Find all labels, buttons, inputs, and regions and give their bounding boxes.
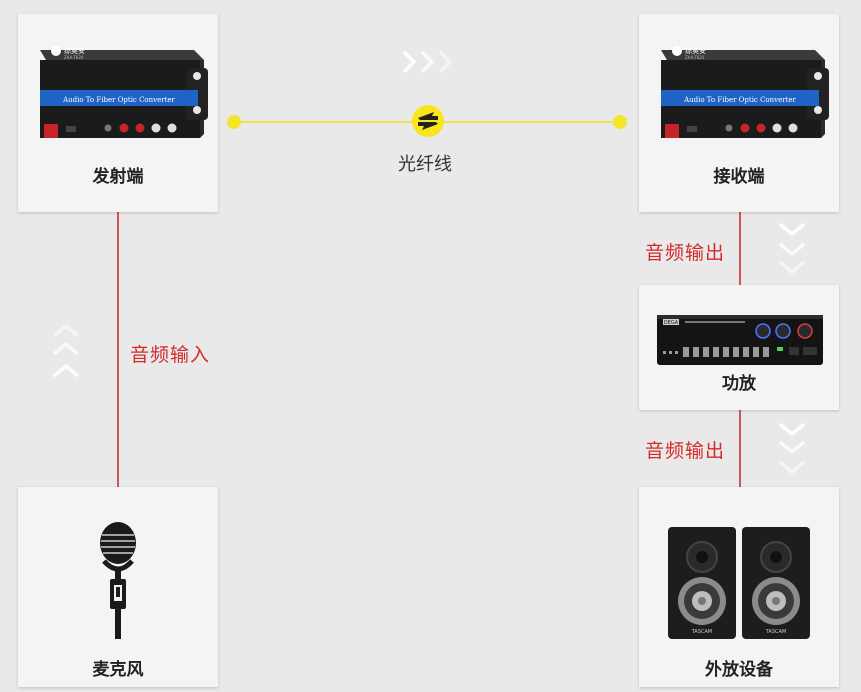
svg-text:TASCAM: TASCAM xyxy=(691,629,713,635)
microphone-card: 麦克风 xyxy=(18,487,218,687)
fiber-connector-icon xyxy=(412,105,444,137)
transmitter-label: 发射端 xyxy=(92,167,144,187)
flow-chevrons-right xyxy=(402,50,453,74)
fiber-label: 光纤线 xyxy=(398,154,452,175)
speaker-left-icon: TASCAM xyxy=(668,527,736,639)
transmitter-device-image: Audio To Fiber Optic Converter 综奥安 ZAA-T… xyxy=(40,46,208,138)
microphone-label: 麦克风 xyxy=(92,660,144,680)
amplifier-card: DEGA 功放 xyxy=(639,285,839,410)
transmitter-card: Audio To Fiber Optic Converter 综奥安 ZAA-T… xyxy=(18,14,218,212)
flow-chevrons-up xyxy=(52,323,80,378)
microphone-icon xyxy=(100,522,136,639)
flow-chevrons-down-1 xyxy=(778,222,806,275)
receiver-label: 接收端 xyxy=(713,167,765,187)
audio-output-label-1: 音频输出 xyxy=(645,242,726,264)
brand-logo-icon: 综奥安 ZAA-T620 xyxy=(672,46,706,60)
fiber-dot-left xyxy=(227,115,241,129)
svg-text:ZAA-T620: ZAA-T620 xyxy=(685,55,705,60)
svg-text:DEGA: DEGA xyxy=(664,320,679,326)
audio-output-label-2: 音频输出 xyxy=(645,440,726,462)
speakers-image: TASCAM TASCAM xyxy=(668,527,810,639)
knob-icon xyxy=(755,323,813,339)
svg-text:综奥安: 综奥安 xyxy=(685,46,706,55)
speakers-label: 外放设备 xyxy=(705,660,773,680)
svg-text:TASCAM: TASCAM xyxy=(765,629,787,635)
amplifier-device-image: DEGA xyxy=(657,315,823,365)
amplifier-label: 功放 xyxy=(722,374,756,394)
receiver-card: Audio To Fiber Optic Converter 综奥安 ZAA-T… xyxy=(639,14,839,212)
svg-text:ZAA-T620: ZAA-T620 xyxy=(64,55,84,60)
brand-logo-icon: 综奥安 ZAA-T620 xyxy=(51,46,85,60)
svg-text:综奥安: 综奥安 xyxy=(64,46,85,55)
transmitter-band-text: Audio To Fiber Optic Converter xyxy=(62,96,175,104)
fiber-dot-right xyxy=(613,115,627,129)
receiver-device-image: Audio To Fiber Optic Converter 综奥安 ZAA-T… xyxy=(661,46,829,138)
receiver-band-text: Audio To Fiber Optic Converter xyxy=(683,96,796,104)
flow-chevrons-down-2 xyxy=(778,422,806,475)
speaker-right-icon: TASCAM xyxy=(742,527,810,639)
speakers-card: TASCAM TASCAM 外放设备 xyxy=(639,487,839,687)
audio-input-label: 音频输入 xyxy=(130,344,211,366)
